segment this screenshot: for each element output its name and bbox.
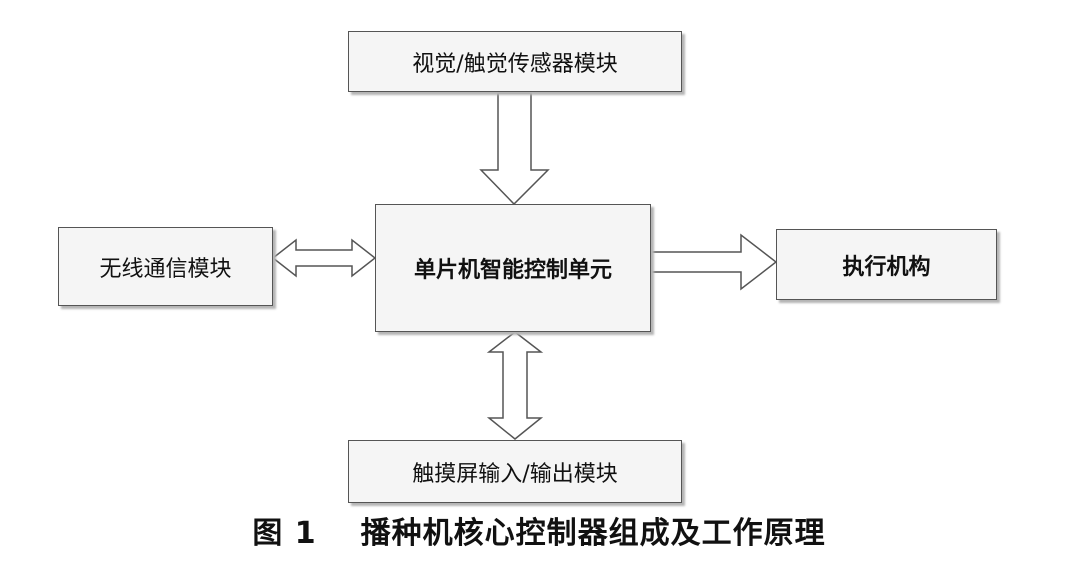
arrow-sensor-to-controller: [479, 92, 550, 206]
figure-title: 播种机核心控制器组成及工作原理: [360, 516, 826, 551]
arrow-controller-touchscreen: [486, 331, 544, 440]
figure-number: 图 1: [252, 516, 317, 551]
figure-caption: 图 1 播种机核心控制器组成及工作原理: [0, 508, 1078, 552]
wireless-module-box: 无线通信模块: [58, 227, 273, 306]
sensor-module-label: 视觉/触觉传感器模块: [412, 51, 618, 77]
arrow-controller-to-actuator: [650, 233, 778, 291]
wireless-module-label: 无线通信模块: [99, 256, 232, 282]
actuator-box: 执行机构: [776, 229, 997, 300]
sensor-module-box: 视觉/触觉传感器模块: [348, 31, 682, 92]
central-control-unit-box: 单片机智能控制单元: [375, 204, 651, 332]
touchscreen-module-label: 触摸屏输入/输出模块: [412, 461, 618, 487]
touchscreen-module-box: 触摸屏输入/输出模块: [348, 440, 682, 503]
central-control-unit-label: 单片机智能控制单元: [413, 258, 612, 283]
actuator-label: 执行机构: [842, 254, 931, 280]
arrow-wireless-controller: [271, 238, 377, 278]
